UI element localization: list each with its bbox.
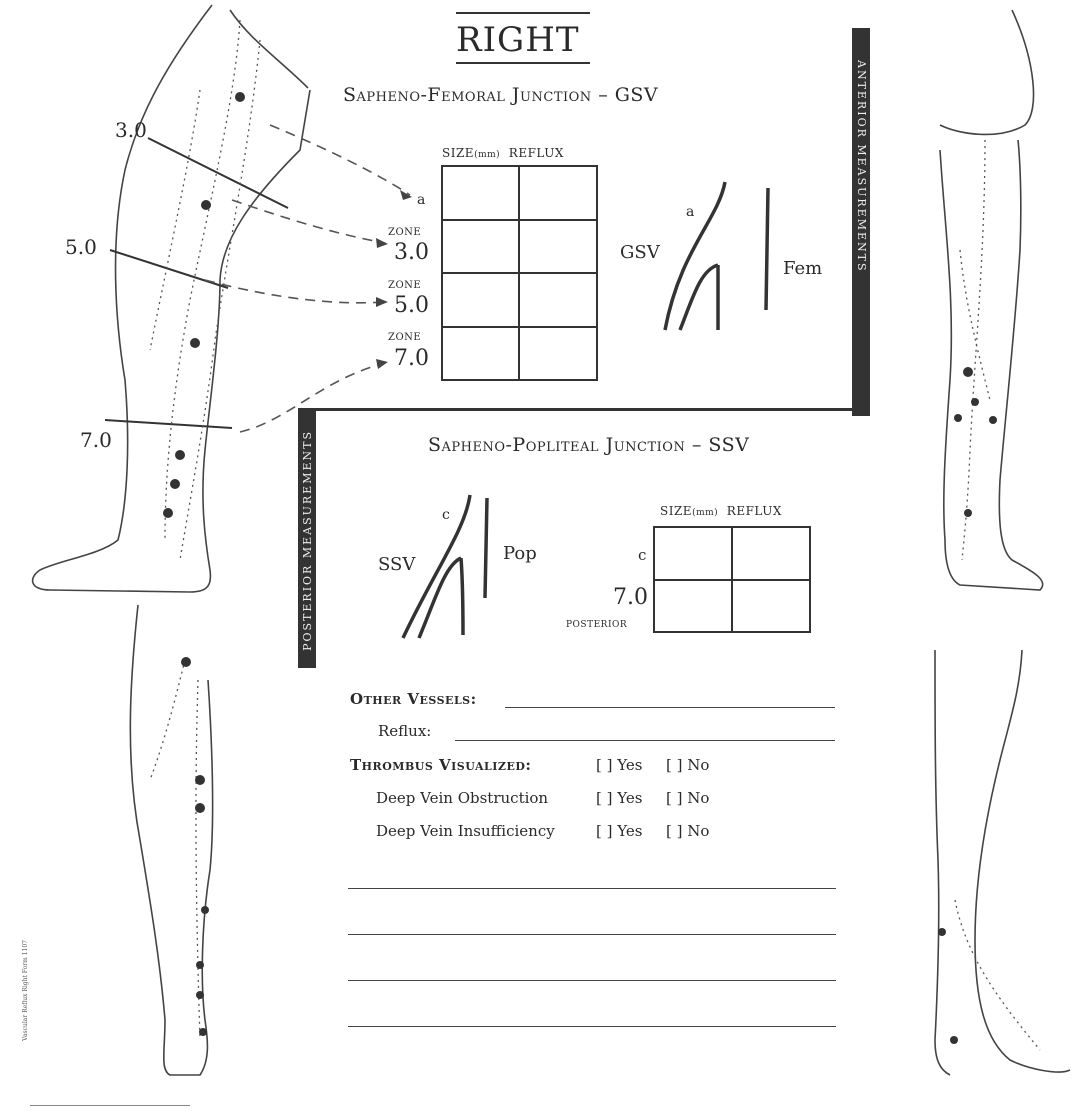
ssv-junction-diagram: [401, 494, 489, 639]
title-rule-top: [456, 12, 590, 14]
posterior-frame-bar: [298, 410, 316, 668]
page-title: RIGHT: [456, 20, 580, 60]
gsv-row-a: a: [417, 192, 426, 208]
gsv-grid: [441, 165, 598, 381]
dvi-yes[interactable]: [ ] Yes: [596, 822, 643, 840]
right-leg-outline: [939, 9, 1035, 136]
gsv-diagram-vein: GSV: [620, 242, 660, 263]
dvo-yes[interactable]: [ ] Yes: [596, 789, 643, 807]
level-label-5: 5.0: [65, 235, 97, 259]
level-label-7: 7.0: [80, 428, 112, 452]
level-label-3: 3.0: [115, 118, 147, 142]
gsv-diagram-deep: Fem: [783, 258, 823, 279]
gsv-zone-7: 7.0: [394, 346, 429, 371]
footer-code: Vascular Reflux Right Form 1107: [22, 940, 29, 1041]
gsv-zone-3: 3.0: [394, 240, 429, 265]
dvi-label: Deep Vein Insufficiency: [376, 822, 555, 840]
notes-line-4[interactable]: [348, 1026, 836, 1027]
thrombus-no[interactable]: [ ] No: [666, 756, 710, 774]
other-vessels-label: Other Vessels:: [350, 690, 477, 708]
gsv-table-header: SIZE(mm) REFLUX: [442, 146, 564, 160]
posterior-side-label: POSTERIOR MEASUREMENTS: [301, 430, 314, 651]
ssv-table-header: SIZE(mm) REFLUX: [660, 504, 782, 518]
thrombus-label: Thrombus Visualized:: [350, 756, 532, 774]
gsv-heading: Sapheno-Femoral Junction – GSV: [343, 84, 659, 106]
ssv-diagram-point: c: [442, 507, 450, 523]
ssv-row-c: c: [638, 546, 647, 564]
title-rule-bottom: [456, 62, 590, 64]
ssv-diagram-deep: Pop: [503, 543, 537, 564]
gsv-zone-label-3: ZONE: [388, 227, 422, 238]
ssv-diagram-vein: SSV: [378, 554, 416, 575]
notes-line-3[interactable]: [348, 980, 836, 981]
notes-line-2[interactable]: [348, 934, 836, 935]
dvo-label: Deep Vein Obstruction: [376, 789, 549, 807]
right-lower-leg-outline: [974, 649, 1071, 1073]
dvo-no[interactable]: [ ] No: [666, 789, 710, 807]
ssv-heading: Sapheno-Popliteal Junction – SSV: [428, 434, 750, 456]
reflux-line[interactable]: [455, 740, 835, 741]
anterior-side-label: ANTERIOR MEASUREMENTS: [855, 60, 868, 273]
ssv-zone-7: 7.0: [613, 585, 648, 610]
footer-rule: [30, 1105, 190, 1106]
gsv-diagram-point: a: [686, 204, 695, 220]
gsv-zone-label-5: ZONE: [388, 280, 422, 291]
gsv-zone-5: 5.0: [394, 293, 429, 318]
reflux-label: Reflux:: [378, 722, 432, 740]
gsv-zone-label-7: ZONE: [388, 332, 422, 343]
other-vessels-line[interactable]: [505, 707, 835, 708]
dvi-no[interactable]: [ ] No: [666, 822, 710, 840]
left-lower-leg-outline: [129, 604, 214, 1076]
anterior-frame-bar: [852, 28, 870, 416]
anterior-frame-bottom: [298, 408, 870, 411]
thrombus-yes[interactable]: [ ] Yes: [596, 756, 643, 774]
gsv-junction-diagram: [663, 181, 770, 331]
ssv-grid: [653, 526, 811, 633]
ssv-zone-posterior: POSTERIOR: [566, 620, 628, 630]
notes-line-1[interactable]: [348, 888, 836, 889]
left-leg-outline: [31, 4, 311, 593]
